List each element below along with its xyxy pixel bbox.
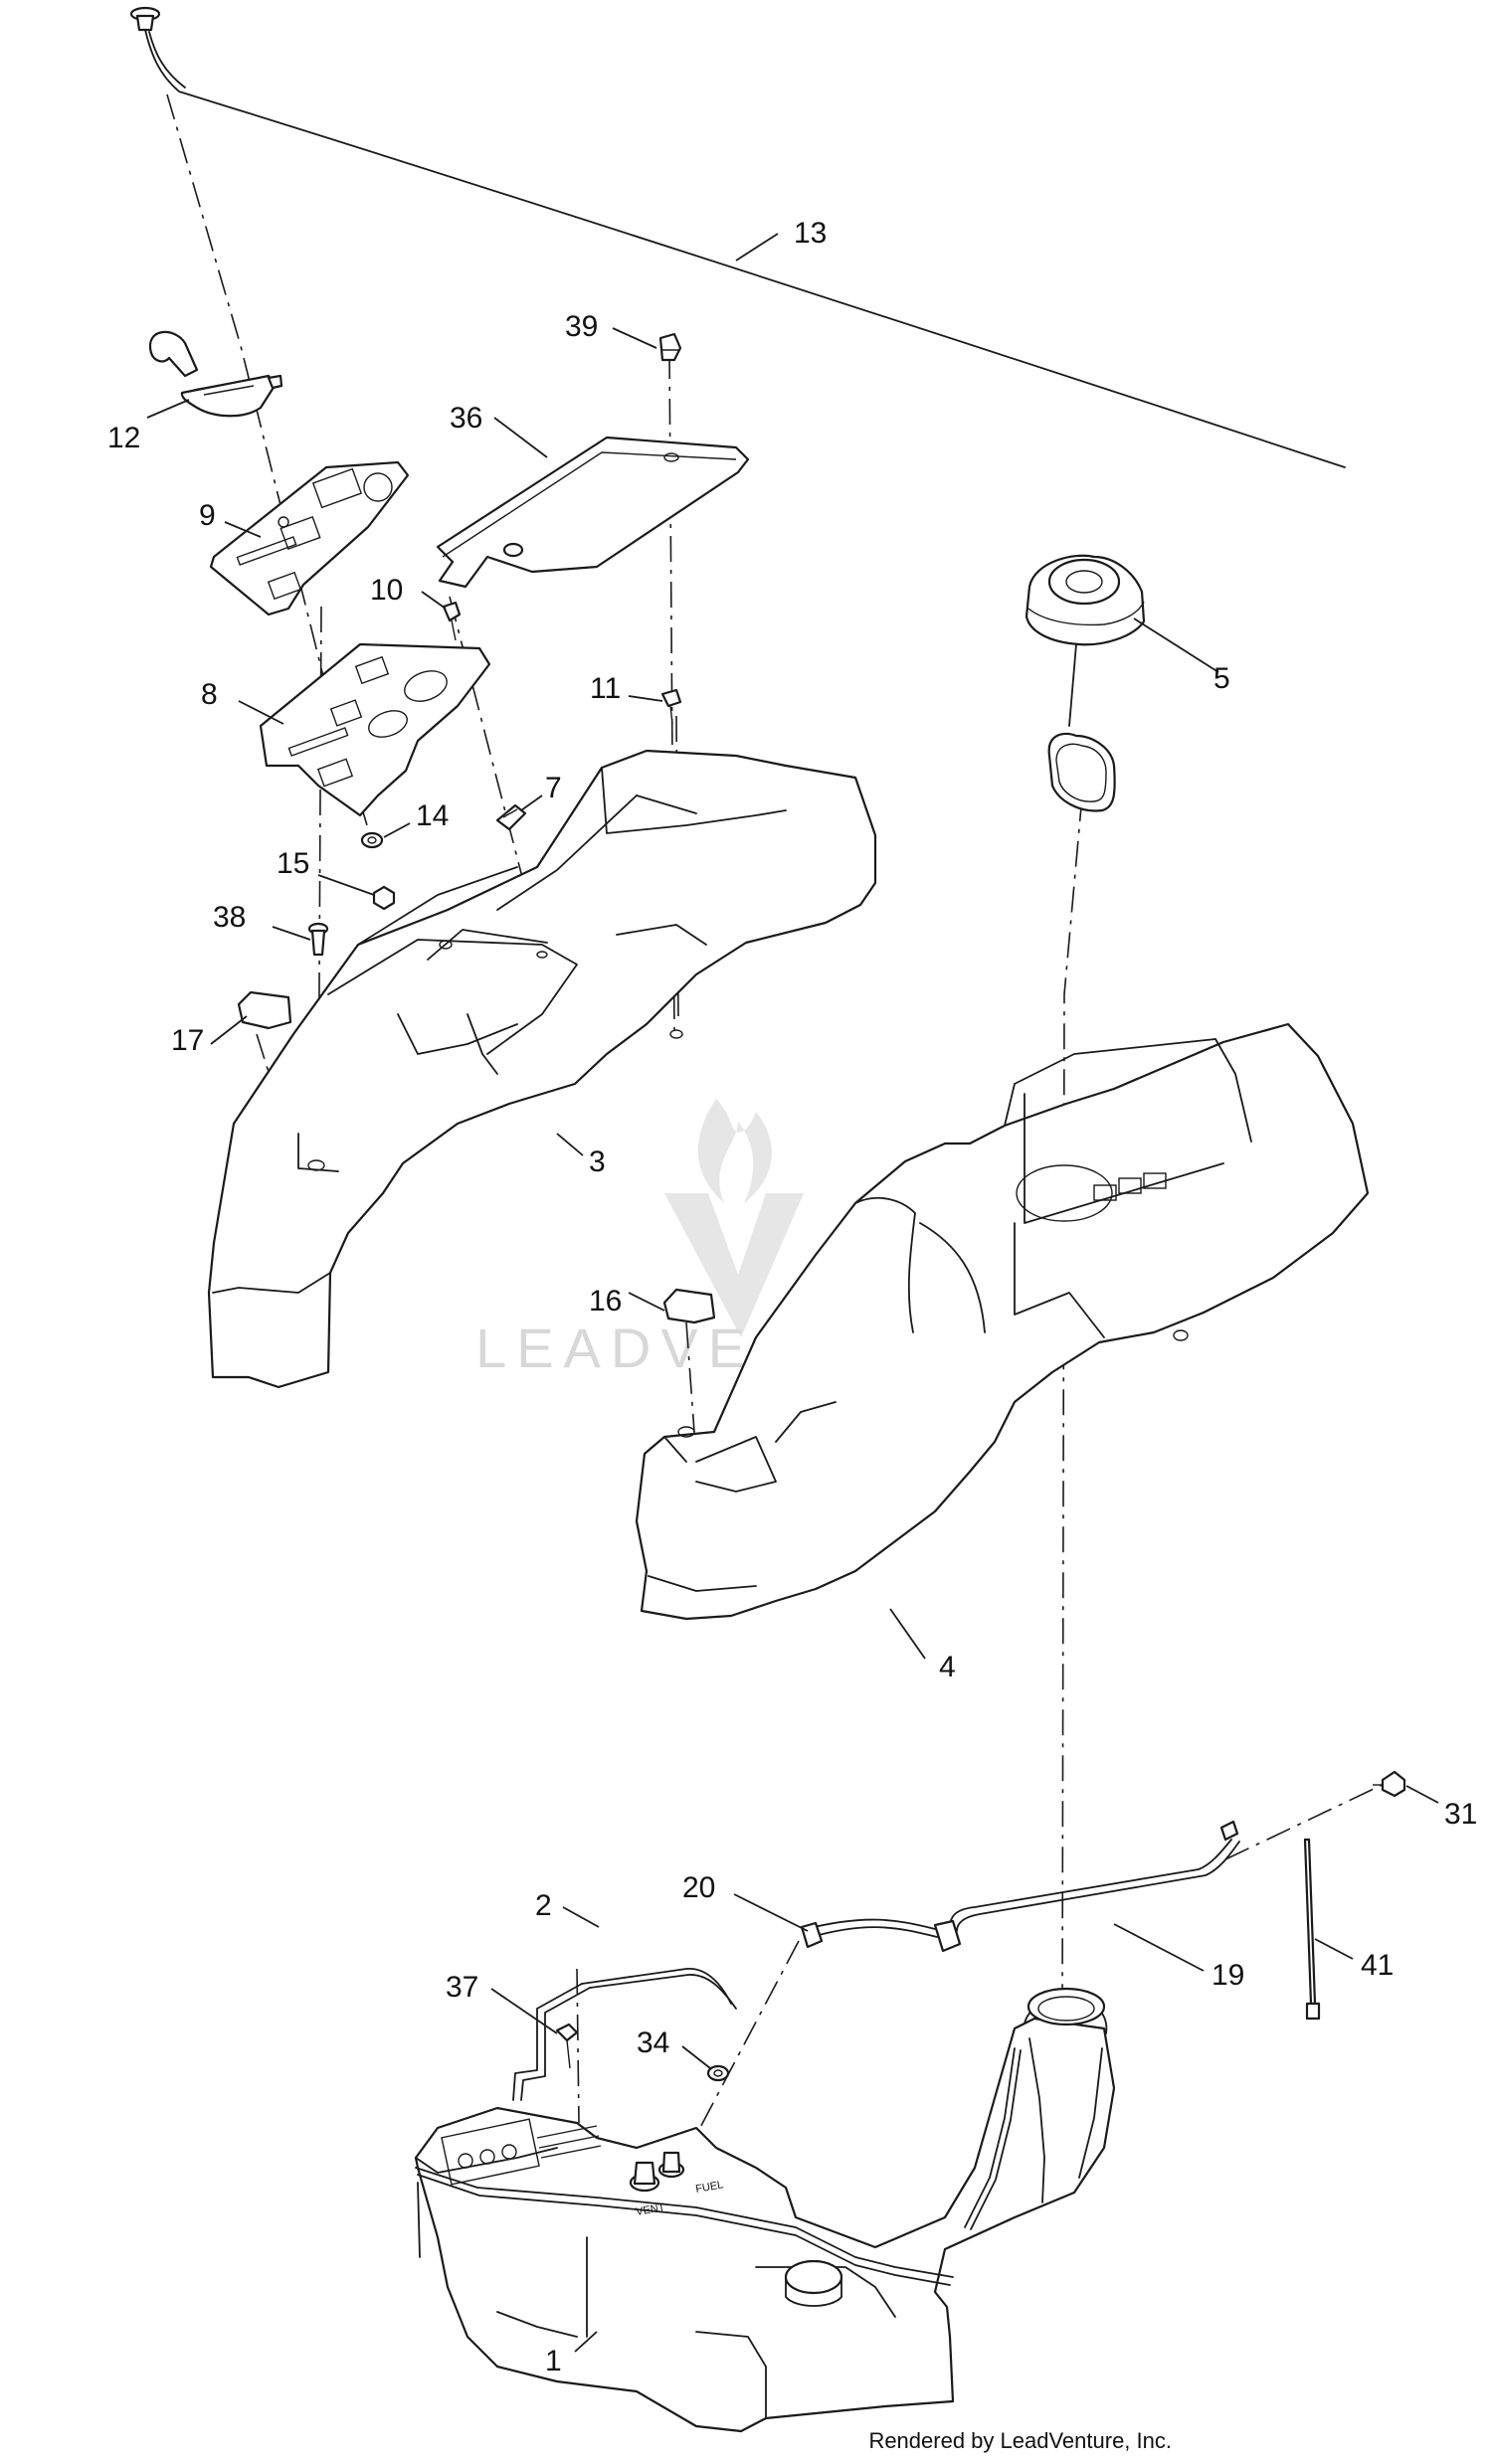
callout-labels: 13 39 36 12 9 10 5 11 8 14 7 15 38 17 3 … [107, 217, 1477, 2377]
callout-9: 9 [199, 499, 216, 532]
callout-19: 19 [1212, 1959, 1244, 1992]
callout-10: 10 [370, 574, 403, 607]
part-12-lever [148, 330, 283, 418]
part-16-cap [662, 1288, 716, 1324]
part-36-cover [436, 436, 750, 589]
part-1-fuel-tank: FUEL VENT [414, 1987, 1116, 2433]
callout-13: 13 [794, 217, 827, 250]
callout-37: 37 [446, 1971, 478, 2004]
part-7-clip [495, 803, 527, 831]
part-37-bolt [555, 2023, 579, 2069]
part-11-screw [660, 688, 682, 725]
part-8-panel [259, 642, 491, 817]
callout-20: 20 [682, 1871, 715, 1904]
part-5-fuel-cap [1025, 554, 1146, 812]
callout-1: 1 [545, 2345, 562, 2377]
part-39-bolt [658, 332, 682, 362]
part-41-cable-tie [1303, 1838, 1321, 2021]
callout-3: 3 [589, 1145, 606, 1178]
callout-16: 16 [589, 1285, 622, 1318]
part-13-cable [129, 6, 1346, 468]
leader-lines [146, 233, 1439, 2353]
callout-5: 5 [1213, 662, 1230, 695]
part-31-fitting [1373, 1770, 1406, 1798]
part-2-rod [512, 1968, 737, 2101]
render-credit: Rendered by LeadVenture, Inc. [868, 2428, 1172, 2453]
part-38-bolt [307, 922, 329, 957]
callout-7: 7 [545, 772, 562, 804]
part-19-fuel-line [949, 1820, 1240, 1932]
callout-36: 36 [450, 402, 482, 435]
callout-4: 4 [939, 1651, 956, 1683]
part-9-decal [209, 460, 410, 616]
part-4-body [635, 1022, 1370, 1621]
part-20-fuel-line [800, 1918, 962, 1953]
callout-39: 39 [565, 310, 598, 343]
callout-41: 41 [1361, 1949, 1394, 1982]
part-17-cap [237, 990, 292, 1030]
callout-38: 38 [213, 901, 246, 934]
part-15-nut [372, 885, 396, 911]
callout-15: 15 [277, 847, 309, 880]
callout-31: 31 [1444, 1798, 1477, 1831]
part-10-screw [442, 601, 462, 641]
callout-14: 14 [416, 799, 449, 832]
part-34-clamp [706, 2064, 730, 2082]
part-3-console [207, 749, 877, 1389]
callout-2: 2 [535, 1889, 552, 1922]
callout-12: 12 [107, 422, 140, 454]
callout-8: 8 [201, 678, 218, 711]
part-14-washer [360, 831, 384, 849]
vent-port-label: VENT [635, 2201, 665, 2218]
callout-17: 17 [171, 1024, 204, 1057]
callout-34: 34 [637, 2026, 669, 2059]
fuel-port-label: FUEL [694, 2179, 724, 2196]
callout-11: 11 [590, 672, 621, 705]
